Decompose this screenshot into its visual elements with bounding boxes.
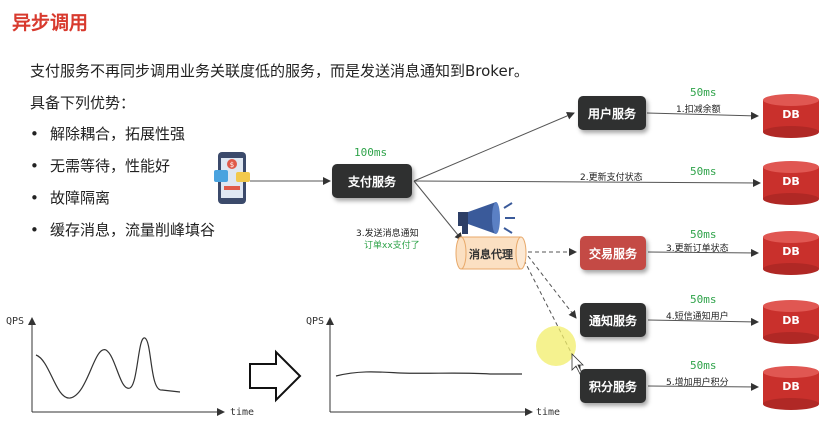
database-icon: DB: [762, 300, 820, 344]
right-chart-x-label: time: [536, 407, 561, 418]
latency-label: 50ms: [690, 165, 717, 178]
action-label: 3.更新订单状态: [666, 244, 729, 254]
database-icon: DB: [762, 366, 820, 410]
arrow-broker-to-notify: [527, 255, 577, 319]
latency-label: 50ms: [690, 86, 717, 99]
action-label: 5.增加用户积分: [666, 378, 729, 388]
advantages-title: 具备下列优势：: [30, 94, 136, 112]
db-label: DB: [782, 380, 800, 393]
db-label: DB: [782, 314, 800, 327]
advantage-item: •解除耦合，拓展性强: [30, 125, 186, 143]
advantage-item: •缓存消息，流量削峰填谷: [30, 221, 216, 239]
advantage-item: •无需等待，性能好: [30, 157, 171, 175]
trade-service-box: 交易服务: [580, 236, 646, 270]
database-icon: DB: [762, 161, 820, 205]
user-service-box: 用户服务: [578, 96, 646, 130]
svg-text:$: $: [230, 161, 234, 169]
action-label: 4.短信通知用户: [666, 312, 729, 322]
left-chart-y-label: QPS: [6, 316, 25, 327]
action-label: 1.扣减余额: [676, 105, 721, 115]
advantage-item: •故障隔离: [30, 189, 111, 207]
left-chart-spiky-line: [35, 337, 181, 399]
intro-text: 支付服务不再同步调用业务关联度低的服务，而是发送消息通知到Broker。: [30, 62, 529, 80]
latency-label: 50ms: [690, 359, 717, 372]
pay-latency: 100ms: [354, 146, 388, 159]
points-service-label: 积分服务: [588, 379, 637, 394]
latency-label: 50ms: [690, 293, 717, 306]
transform-arrow: [249, 349, 302, 403]
arrow-points-to-db: [647, 382, 759, 391]
database-icon: DB: [762, 231, 820, 275]
broker-label: 消息代理: [469, 248, 513, 261]
cursor-highlight: [536, 326, 576, 366]
right-chart-flat-line: [335, 371, 522, 377]
arrow-pay-to-db: [413, 178, 761, 187]
broker-queue: 消息代理: [455, 236, 527, 270]
send-msg-label: 3.发送消息通知: [356, 229, 419, 239]
pay-service-box: 支付服务: [332, 164, 412, 198]
page-title: 异步调用: [12, 12, 89, 34]
latency-label: 50ms: [690, 228, 717, 241]
arrow-pay-to-user: [413, 112, 575, 182]
arrow-trade-to-db: [647, 248, 759, 257]
notify-service-box: 通知服务: [580, 303, 646, 337]
mobile-payment-icon: $: [214, 152, 250, 204]
action-label: 2.更新支付状态: [580, 173, 643, 183]
points-service-box: 积分服务: [580, 369, 646, 403]
arrow-user-to-db: [646, 111, 759, 120]
db-label: DB: [782, 175, 800, 188]
db-label: DB: [782, 108, 800, 121]
database-icon: DB: [762, 94, 820, 138]
send-msg-sub-label: 订单xx支付了: [364, 241, 420, 251]
trade-service-label: 交易服务: [588, 246, 637, 261]
arrow-pay-to-broker: [413, 180, 463, 241]
right-chart-y-label: QPS: [306, 316, 325, 327]
pay-service-label: 支付服务: [347, 174, 396, 189]
megaphone-icon: [458, 202, 515, 234]
arrow-notify-to-db: [647, 317, 759, 326]
left-chart-x-label: time: [230, 407, 255, 418]
db-label: DB: [782, 245, 800, 258]
user-service-label: 用户服务: [587, 106, 636, 121]
notify-service-label: 通知服务: [588, 313, 637, 328]
